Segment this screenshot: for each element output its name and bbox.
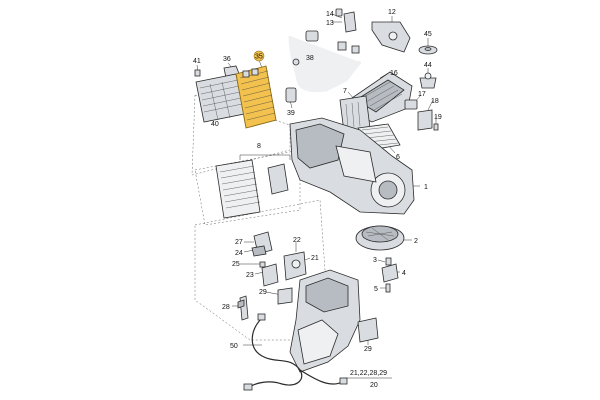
callout-50: 50 [230, 343, 238, 350]
callout-35-badge [253, 50, 265, 62]
callout-19: 19 [434, 114, 442, 121]
callout-28: 28 [222, 304, 230, 311]
servo-motor-29b [357, 317, 379, 343]
callout-group: 21,22,28,29 [350, 370, 387, 377]
callout-13: 13 [326, 20, 334, 27]
grommet-45 [418, 45, 438, 55]
callout-29b: 29 [364, 346, 372, 353]
callout-16: 16 [390, 70, 398, 77]
actuator-23 [261, 263, 279, 287]
callout-3: 3 [373, 257, 377, 264]
callout-6: 6 [396, 154, 400, 161]
callout-39: 39 [287, 110, 295, 117]
callout-20: 20 [370, 382, 378, 389]
callout-labels: 14 13 12 45 44 41 36 35 38 39 16 17 18 1… [193, 9, 442, 389]
refrigerant-pipe-38 [285, 30, 362, 103]
heat-exchanger-40 [195, 73, 245, 123]
callout-41: 41 [193, 58, 201, 65]
callout-44: 44 [424, 62, 432, 69]
servo-17 [404, 99, 418, 110]
actuator-22 [283, 251, 307, 281]
callout-29a: 29 [259, 289, 267, 296]
callout-4: 4 [402, 270, 406, 277]
callout-24: 24 [235, 250, 243, 257]
screw-19 [433, 123, 439, 131]
callout-38: 38 [306, 55, 314, 62]
callout-23: 23 [246, 272, 254, 279]
clip-14 [335, 8, 343, 17]
wiring-harness-50 [243, 313, 348, 391]
bracket-18 [417, 109, 433, 131]
resistor-4 [381, 263, 399, 283]
group-outline-heater [191, 94, 291, 176]
air-distribution-housing [289, 269, 361, 373]
filter-frame-8a [215, 159, 261, 219]
callout-5: 5 [374, 286, 378, 293]
callout-8: 8 [257, 143, 261, 150]
screw-5 [385, 283, 391, 293]
screw-25 [259, 261, 266, 268]
heater-box-housing-1 [289, 117, 415, 215]
filter-seal-8b [267, 163, 289, 195]
callout-14: 14 [326, 11, 334, 18]
callout-45: 45 [424, 31, 432, 38]
callout-2: 2 [414, 238, 418, 245]
screw-41 [194, 69, 201, 77]
motor-44 [419, 72, 437, 89]
screw-3 [385, 257, 392, 266]
bracket-13 [343, 11, 357, 33]
callout-40: 40 [211, 121, 219, 128]
callout-22: 22 [293, 237, 301, 244]
callout-18: 18 [431, 98, 439, 105]
callout-12: 12 [388, 9, 396, 16]
callout-21: 21 [311, 255, 319, 262]
heater-core-35 [235, 65, 277, 129]
callout-1: 1 [424, 184, 428, 191]
group-outline-filter [194, 149, 301, 226]
callout-7: 7 [343, 88, 347, 95]
callout-17: 17 [418, 91, 426, 98]
group-outline-lower [194, 199, 331, 341]
callout-35: 35 [255, 54, 263, 61]
callout-25: 25 [232, 261, 240, 268]
blower-motor-2 [355, 225, 405, 251]
cover-12 [371, 21, 411, 53]
bracket-29a [277, 287, 293, 305]
callout-36: 36 [223, 56, 231, 63]
lever-24 [251, 245, 267, 257]
sensor-28 [237, 295, 249, 321]
callout-27: 27 [235, 239, 243, 246]
